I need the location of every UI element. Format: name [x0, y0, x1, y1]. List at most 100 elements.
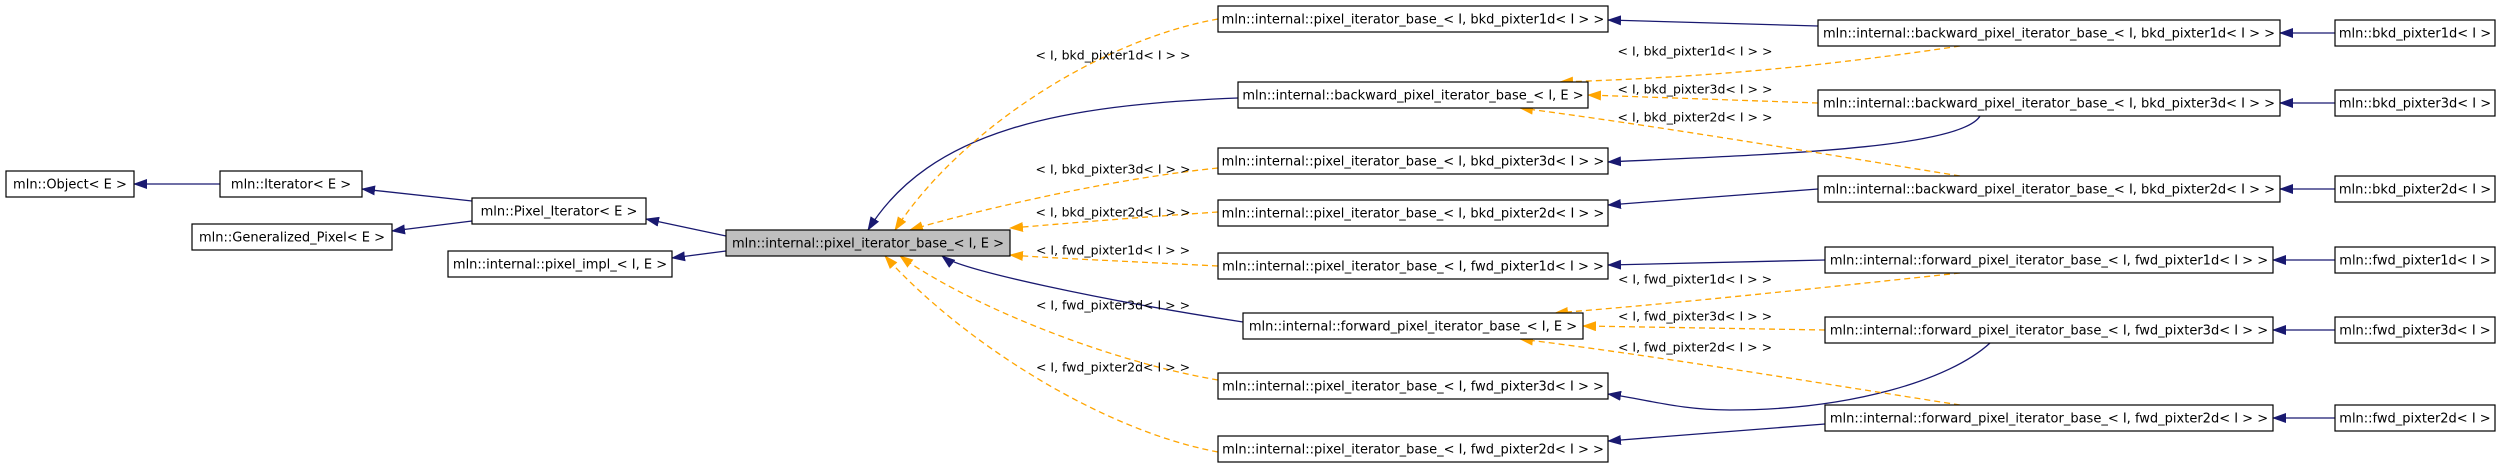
edge-labels-layer: < I, bkd_pixter1d< I > > < I, bkd_pixter3…	[1036, 44, 1773, 375]
class-node-box	[1237, 81, 1589, 109]
edge-bwb_bkd2d-to-backward_base	[1519, 104, 1961, 177]
class-node-pib-fwd1d[interactable]: mln::internal::pixel_iterator_base_< I, …	[1217, 252, 1609, 280]
class-node-label: mln::internal::backward_pixel_iterator_b…	[1242, 89, 1583, 104]
edge-label: < I, fwd_pixter2d< I > >	[1618, 340, 1772, 355]
class-node-label: mln::internal::forward_pixel_iterator_ba…	[1249, 320, 1577, 335]
class-node-bwb-bkd2d[interactable]: mln::internal::backward_pixel_iterator_b…	[1817, 175, 2281, 203]
class-node-backward-base[interactable]: mln::internal::backward_pixel_iterator_b…	[1237, 81, 1589, 109]
nodes-layer: mln::Object< E > mln::Iterator< E >mln::G…	[5, 5, 2496, 463]
class-node-box	[1217, 252, 1609, 280]
class-node-box	[447, 250, 673, 278]
class-node-box	[1217, 147, 1609, 175]
class-node-pib-bkd1d[interactable]: mln::internal::pixel_iterator_base_< I, …	[1217, 5, 1609, 33]
edge-label: < I, bkd_pixter3d< I > >	[1036, 162, 1191, 177]
class-node-pib-bkd2d[interactable]: mln::internal::pixel_iterator_base_< I, …	[1217, 199, 1609, 227]
edge-pixel_iterator_base-to-pixel_impl	[671, 250, 727, 262]
class-node-fwb-fwd3d[interactable]: mln::internal::forward_pixel_iterator_ba…	[1824, 316, 2274, 344]
class-node-fwb-fwd1d[interactable]: mln::internal::forward_pixel_iterator_ba…	[1824, 246, 2274, 274]
class-node-fwd1d[interactable]: mln::fwd_pixter1d< I >	[2334, 246, 2496, 274]
class-node-bwb-bkd1d[interactable]: mln::internal::backward_pixel_iterator_b…	[1817, 19, 2281, 47]
edge-pib_fwd2d-to-pixel_iterator_base	[884, 255, 1219, 453]
class-node-bwb-bkd3d[interactable]: mln::internal::backward_pixel_iterator_b…	[1817, 89, 2281, 117]
class-node-box	[2334, 89, 2496, 117]
class-node-fwb-fwd2d[interactable]: mln::internal::forward_pixel_iterator_ba…	[1824, 404, 2274, 432]
class-node-pixel-iterator-base[interactable]: mln::internal::pixel_iterator_base_< I, …	[725, 229, 1011, 257]
class-node-box	[471, 197, 647, 225]
class-node-label: mln::internal::pixel_iterator_base_< I, …	[1222, 380, 1604, 395]
class-node-label: mln::fwd_pixter1d< I >	[2339, 254, 2490, 269]
class-node-label: mln::Object< E >	[13, 178, 127, 193]
class-node-generalized-pixel[interactable]: mln::Generalized_Pixel< E >	[191, 223, 393, 251]
class-node-fwd3d[interactable]: mln::fwd_pixter3d< I >	[2334, 316, 2496, 344]
class-node-box	[191, 223, 393, 251]
class-node-box	[1217, 435, 1609, 463]
class-node-box	[725, 229, 1011, 257]
class-node-label: mln::Generalized_Pixel< E >	[199, 231, 385, 246]
edge-pixel_iterator-to-generalized_pixel	[391, 220, 473, 235]
class-node-label: mln::internal::forward_pixel_iterator_ba…	[1830, 254, 2268, 269]
class-node-label: mln::internal::pixel_iterator_base_< I, …	[1222, 13, 1605, 28]
class-node-object[interactable]: mln::Object< E >	[5, 170, 135, 198]
class-node-label: mln::internal::backward_pixel_iterator_b…	[1823, 97, 2275, 112]
class-node-label: mln::internal::pixel_iterator_base_< I, …	[732, 237, 1004, 252]
edge-pib_fwd1d-to-pixel_iterator_base	[1009, 250, 1219, 267]
class-node-pixel-impl[interactable]: mln::internal::pixel_impl_< I, E >	[447, 250, 673, 278]
class-node-pib-bkd3d[interactable]: mln::internal::pixel_iterator_base_< I, …	[1217, 147, 1609, 175]
class-node-box	[2334, 404, 2496, 432]
edge-pixel_iterator-to-iterator	[361, 185, 473, 202]
class-node-label: mln::bkd_pixter1d< I >	[2339, 27, 2491, 42]
edge-label: < I, bkd_pixter3d< I > >	[1618, 82, 1773, 97]
class-node-box	[1817, 89, 2281, 117]
class-node-bkd1d[interactable]: mln::bkd_pixter1d< I >	[2334, 19, 2496, 47]
edges-layer	[133, 15, 2335, 453]
edge-label: < I, fwd_pixter2d< I > >	[1036, 360, 1190, 375]
edge-label: < I, bkd_pixter1d< I > >	[1618, 44, 1773, 59]
class-node-label: mln::fwd_pixter2d< I >	[2339, 412, 2490, 427]
edge-fwb_fwd2d-to-forward_base	[1519, 335, 1961, 406]
class-node-bkd3d[interactable]: mln::bkd_pixter3d< I >	[2334, 89, 2496, 117]
edge-bwb_bkd1d-to-backward_base	[1559, 45, 1961, 87]
class-node-box	[2334, 175, 2496, 203]
class-node-label: mln::internal::backward_pixel_iterator_b…	[1823, 27, 2275, 42]
class-node-box	[1824, 246, 2274, 274]
class-node-label: mln::internal::backward_pixel_iterator_b…	[1823, 183, 2275, 198]
class-node-pixel-iterator[interactable]: mln::Pixel_Iterator< E >	[471, 197, 647, 225]
edge-fwb_fwd1d-to-pib_fwd1d	[1607, 259, 1826, 270]
class-node-box	[1817, 19, 2281, 47]
edge-pib_fwd3d-to-pixel_iterator_base	[899, 255, 1219, 381]
class-node-box	[1242, 312, 1584, 340]
edge-bwb_bkd3d-to-backward_base	[1587, 90, 1819, 104]
class-node-label: mln::bkd_pixter3d< I >	[2339, 97, 2491, 112]
class-node-box	[219, 170, 363, 198]
class-node-box	[1824, 404, 2274, 432]
class-node-label: mln::internal::pixel_iterator_base_< I, …	[1222, 207, 1605, 222]
class-node-label: mln::internal::pixel_iterator_base_< I, …	[1222, 155, 1605, 170]
class-node-bkd2d[interactable]: mln::bkd_pixter2d< I >	[2334, 175, 2496, 203]
edge-fwb_fwd3d-to-forward_base	[1582, 321, 1826, 332]
class-node-box	[1824, 316, 2274, 344]
edge-label: < I, fwd_pixter3d< I > >	[1036, 298, 1190, 313]
class-node-label: mln::bkd_pixter2d< I >	[2339, 183, 2491, 198]
edge-label: < I, fwd_pixter1d< I > >	[1036, 243, 1190, 258]
class-node-fwd2d[interactable]: mln::fwd_pixter2d< I >	[2334, 404, 2496, 432]
class-node-pib-fwd3d[interactable]: mln::internal::pixel_iterator_base_< I, …	[1217, 372, 1609, 400]
edge-forward_base-to-pixel_iterator_base	[941, 255, 1244, 323]
class-node-box	[1217, 5, 1609, 33]
class-node-box	[5, 170, 135, 198]
class-node-box	[2334, 316, 2496, 344]
class-node-label: mln::internal::pixel_impl_< I, E >	[453, 258, 667, 273]
class-node-forward-base[interactable]: mln::internal::forward_pixel_iterator_ba…	[1242, 312, 1584, 340]
edge-fwb_fwd2d-to-pib_fwd2d	[1607, 423, 1826, 445]
class-node-label: mln::internal::pixel_iterator_base_< I, …	[1222, 443, 1604, 458]
class-node-iterator[interactable]: mln::Iterator< E >	[219, 170, 363, 198]
edge-bwb_bkd3d-to-pib_bkd3d	[1607, 115, 1981, 167]
class-node-box	[1217, 199, 1609, 227]
class-node-label: mln::Pixel_Iterator< E >	[481, 205, 638, 220]
class-node-box	[2334, 19, 2496, 47]
class-node-label: mln::internal::forward_pixel_iterator_ba…	[1830, 324, 2268, 339]
class-node-box	[2334, 246, 2496, 274]
class-node-pib-fwd2d[interactable]: mln::internal::pixel_iterator_base_< I, …	[1217, 435, 1609, 463]
class-node-label: mln::internal::pixel_iterator_base_< I, …	[1222, 260, 1604, 275]
edge-pib_bkd1d-to-pixel_iterator_base	[894, 18, 1219, 231]
class-node-box	[1217, 372, 1609, 400]
